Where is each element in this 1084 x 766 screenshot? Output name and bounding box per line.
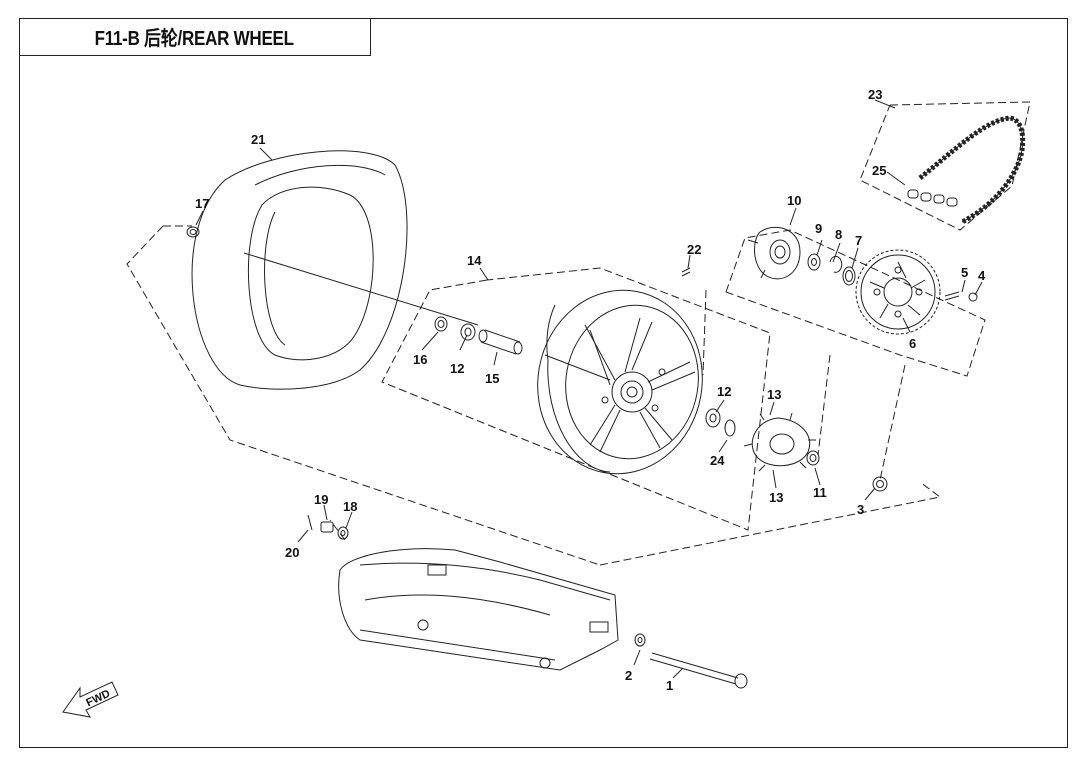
callout-14: 14 xyxy=(467,253,482,268)
callout-11: 11 xyxy=(813,485,827,500)
axle-spacer xyxy=(478,329,523,355)
callout-labels: 1 2 3 4 5 6 7 8 9 10 11 12 12 13 13 14 1… xyxy=(195,87,986,693)
callout-8: 8 xyxy=(835,227,842,242)
drive-chain xyxy=(918,115,1026,225)
title-box: F11-B 后轮/REAR WHEEL xyxy=(19,18,371,56)
nut-washer xyxy=(337,526,349,540)
callout-13-lower: 13 xyxy=(769,490,783,505)
callout-9: 9 xyxy=(815,221,822,236)
axle-nut xyxy=(320,521,334,533)
callout-4: 4 xyxy=(978,268,986,283)
callout-5: 5 xyxy=(961,265,968,280)
bearing-right xyxy=(705,408,721,428)
callout-24: 24 xyxy=(710,453,725,468)
callout-7: 7 xyxy=(855,233,862,248)
callout-20: 20 xyxy=(285,545,299,560)
callout-22: 22 xyxy=(687,242,701,257)
spacer-collar xyxy=(842,266,856,286)
assembly-outlines xyxy=(126,101,1031,566)
callout-12: 12 xyxy=(450,361,464,376)
valve-nut xyxy=(186,226,200,238)
rear-axle xyxy=(649,652,748,689)
fwd-arrow-icon xyxy=(62,681,119,718)
callout-13: 13 xyxy=(767,387,781,402)
swingarm xyxy=(338,548,619,671)
hub-bearing xyxy=(807,253,821,271)
page-title: F11-B 后轮/REAR WHEEL xyxy=(94,28,295,50)
rear-sprocket xyxy=(855,249,941,335)
callout-10: 10 xyxy=(787,193,801,208)
circlip xyxy=(829,255,843,273)
callout-12-right: 12 xyxy=(717,384,731,399)
wheel-rim xyxy=(537,289,703,475)
callout-19: 19 xyxy=(314,492,328,507)
callout-23: 23 xyxy=(868,87,882,102)
callout-16: 16 xyxy=(413,352,427,367)
callout-1: 1 xyxy=(666,678,673,693)
oil-seal xyxy=(434,316,448,332)
fwd-label: FWD xyxy=(84,688,112,709)
callout-2: 2 xyxy=(625,668,632,683)
callout-17: 17 xyxy=(195,196,209,211)
diagram-frame xyxy=(19,18,1068,748)
damper-rubbers xyxy=(743,412,816,472)
leader-lines xyxy=(195,99,983,679)
tire xyxy=(191,150,408,390)
callout-18: 18 xyxy=(343,499,357,514)
sprocket-bolt xyxy=(944,291,960,301)
collar-11 xyxy=(806,450,820,466)
bearing-left xyxy=(460,323,476,341)
callout-25: 25 xyxy=(872,163,886,178)
callout-15: 15 xyxy=(485,371,499,386)
valve-stem xyxy=(681,267,691,277)
callout-21: 21 xyxy=(251,132,265,147)
chain-master-link xyxy=(907,189,958,207)
callout-3: 3 xyxy=(857,502,864,517)
o-ring xyxy=(724,419,736,437)
sprocket-nut xyxy=(968,292,978,302)
callout-6: 6 xyxy=(909,336,916,351)
cotter-pin xyxy=(307,514,313,531)
axle-washer xyxy=(634,633,646,647)
sprocket-hub xyxy=(747,226,801,280)
chain-adjuster xyxy=(872,476,888,492)
